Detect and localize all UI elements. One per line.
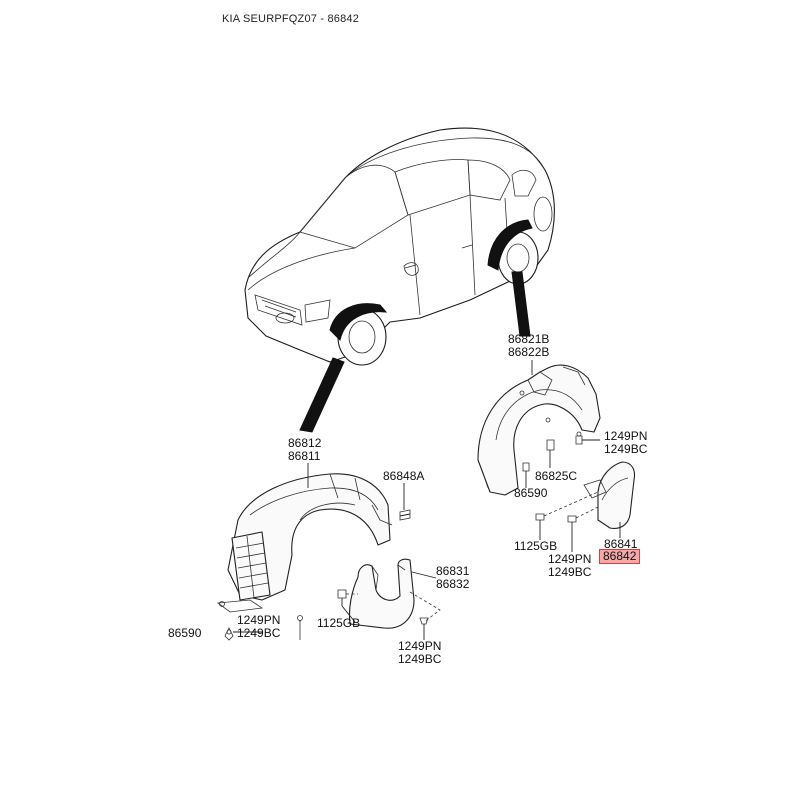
label-86811[interactable]: 86811 [288, 449, 321, 463]
label-rear-1249pn[interactable]: 1249PN [604, 429, 648, 443]
label-rear-86590[interactable]: 86590 [514, 486, 548, 500]
label-front-1125gb[interactable]: 1125GB [317, 616, 361, 630]
rear-mudguard[interactable] [583, 461, 636, 529]
label-86825c[interactable]: 86825C [535, 469, 578, 483]
label-rear-1125gb[interactable]: 1125GB [514, 539, 558, 553]
label-front-mud-1249pn[interactable]: 1249PN [398, 639, 442, 653]
label-86848a[interactable]: 86848A [383, 469, 425, 483]
rear-mudguard-fasteners [535, 513, 577, 532]
label-86812[interactable]: 86812 [288, 436, 322, 450]
label-86831[interactable]: 86831 [436, 564, 470, 578]
front-wheel-liner[interactable] [216, 473, 393, 613]
front-mudguard[interactable] [348, 558, 415, 629]
label-rear-mud-1249bc[interactable]: 1249BC [548, 565, 592, 579]
label-86822b[interactable]: 86822B [508, 345, 550, 359]
front-liner-fasteners [224, 509, 411, 641]
page-title: KIA SEURPFQZ07 - 86842 [222, 13, 360, 25]
rear-liner-fasteners [522, 431, 583, 482]
label-rear-1249bc[interactable]: 1249BC [604, 442, 648, 456]
front-mudguard-fasteners [337, 589, 429, 636]
label-86821b[interactable]: 86821B [508, 332, 550, 346]
leader-lines [233, 360, 621, 640]
label-86842-highlighted[interactable]: 86842 [598, 549, 641, 564]
rear-wheel-liner[interactable] [477, 364, 601, 496]
label-front-1249pn[interactable]: 1249PN [237, 613, 281, 627]
label-front-1249bc[interactable]: 1249BC [237, 626, 281, 640]
label-86832[interactable]: 86832 [436, 577, 470, 591]
label-86841[interactable]: 86841 [604, 537, 638, 551]
label-front-mud-1249bc[interactable]: 1249BC [398, 652, 442, 666]
label-rear-mud-1249pn[interactable]: 1249PN [548, 552, 592, 566]
label-front-86590[interactable]: 86590 [168, 626, 202, 640]
vehicle-illustration [244, 127, 555, 433]
